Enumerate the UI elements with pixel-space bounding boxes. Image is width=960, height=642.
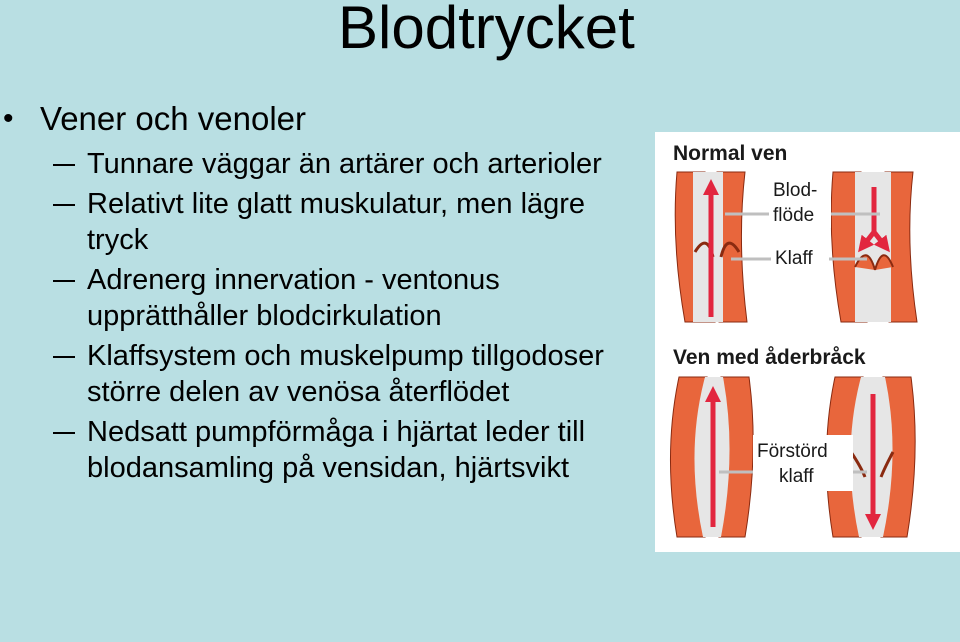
- vein-diagram: Normal ven Blod- flöde Kl: [669, 142, 918, 538]
- normal-vein-right: [830, 171, 918, 323]
- sub-bullet-text: Adrenerg innervation - ventonus upprätth…: [87, 264, 500, 332]
- sub-bullet-text: Klaffsystem och muskelpump tillgodoser s…: [87, 340, 604, 408]
- dash-icon: [53, 356, 75, 358]
- dash-icon: [53, 164, 75, 166]
- varicose-vein-right: [825, 376, 916, 538]
- vein-illustration: Normal ven Blod- flöde Kl: [655, 132, 960, 552]
- header-normal-vein: Normal ven: [673, 142, 787, 165]
- sub-bullet-item: Tunnare väggar än artärer och arterioler: [0, 146, 627, 182]
- sub-bullet-text: Relativt lite glatt muskulatur, men lägr…: [87, 188, 586, 256]
- varicose-vein-left: [669, 376, 754, 538]
- bullet-item: • Vener och venoler: [0, 100, 640, 138]
- sub-bullet-item: Relativt lite glatt muskulatur, men lägr…: [0, 186, 627, 258]
- sub-bullet-item: Nedsatt pumpförmåga i hjärtat leder till…: [0, 414, 627, 486]
- dash-icon: [53, 280, 75, 282]
- label-broken-valve-2: klaff: [779, 466, 814, 487]
- bullet-text: Vener och venoler: [40, 100, 307, 137]
- dash-icon: [53, 432, 75, 434]
- sub-bullet-item: Adrenerg innervation - ventonus upprätth…: [0, 262, 627, 334]
- bullet-list: • Vener och venoler Tunnare väggar än ar…: [0, 100, 640, 490]
- bullet-dot-icon: •: [3, 102, 14, 135]
- sub-bullet-item: Klaffsystem och muskelpump tillgodoser s…: [0, 338, 627, 410]
- label-valve: Klaff: [775, 248, 813, 269]
- header-varicose-vein: Ven med åderbråck: [673, 346, 866, 369]
- label-broken-valve-1: Förstörd: [757, 441, 828, 462]
- sub-bullet-text: Nedsatt pumpförmåga i hjärtat leder till…: [87, 416, 586, 484]
- label-blood-flow-1: Blod-: [773, 180, 817, 201]
- label-blood-flow-2: flöde: [773, 205, 814, 226]
- normal-vein-left: [674, 171, 748, 323]
- dash-icon: [53, 204, 75, 206]
- sub-bullet-text: Tunnare väggar än artärer och arterioler: [87, 148, 602, 180]
- slide-title: Blodtrycket: [338, 0, 635, 61]
